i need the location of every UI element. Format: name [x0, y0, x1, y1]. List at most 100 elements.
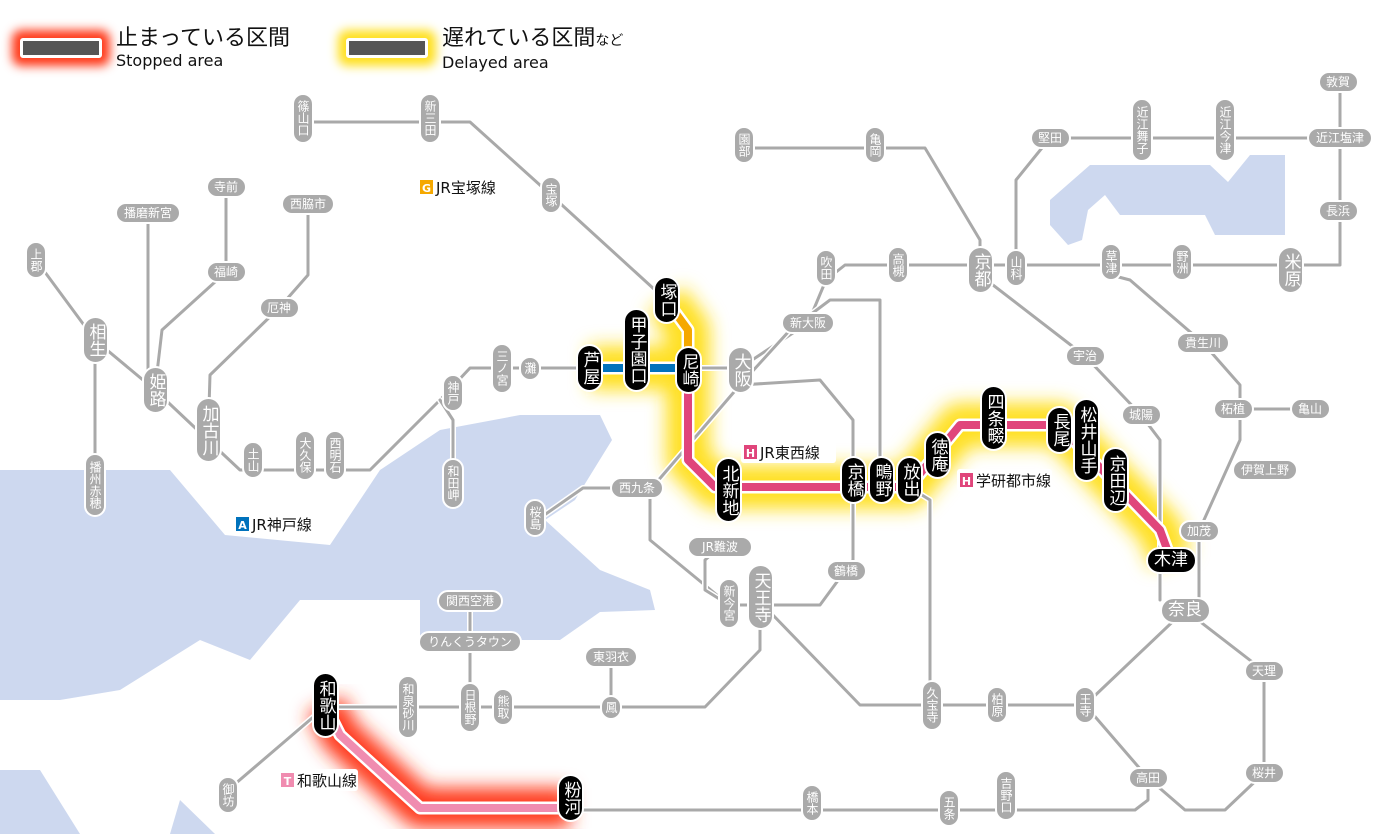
track-line: [1014, 136, 1342, 267]
station-normal[interactable]: 宇治: [1064, 345, 1106, 367]
station-normal[interactable]: 吹田: [815, 249, 837, 287]
station-normal[interactable]: 御坊: [217, 776, 239, 814]
station-normal[interactable]: 加古川: [194, 397, 222, 463]
legend-stopped-jp: 止まっている区間: [116, 26, 291, 51]
station-normal[interactable]: 桜島: [524, 499, 546, 537]
station-normal[interactable]: 長浜: [1317, 200, 1359, 222]
station-normal[interactable]: 米原: [1276, 246, 1304, 294]
station-normal[interactable]: 亀山: [1289, 398, 1331, 420]
station-normal[interactable]: 関西空港: [437, 590, 503, 612]
station-normal[interactable]: 宝塚: [540, 176, 562, 214]
station-normal[interactable]: 姫路: [141, 366, 169, 414]
station-normal[interactable]: 久宝寺: [921, 679, 943, 731]
station-normal[interactable]: 近江塩津: [1307, 127, 1373, 149]
station-normal[interactable]: 近江舞子: [1131, 98, 1153, 162]
station-normal[interactable]: 城陽: [1120, 404, 1162, 426]
station-normal[interactable]: 加茂: [1178, 520, 1220, 542]
station-normal[interactable]: 柏原: [986, 686, 1008, 724]
station-normal[interactable]: 上郡: [25, 241, 47, 279]
station-normal[interactable]: 亀岡: [864, 126, 886, 164]
station-delayed[interactable]: 甲子園口: [622, 308, 650, 392]
station-normal[interactable]: 新三田: [419, 92, 441, 144]
station-normal[interactable]: 天理: [1243, 660, 1285, 682]
station-normal[interactable]: 和田岬: [442, 457, 464, 509]
station-normal[interactable]: 和泉砂川: [397, 675, 419, 739]
station-normal[interactable]: 京都: [966, 246, 994, 294]
station-normal[interactable]: 東羽衣: [584, 646, 638, 668]
station-delayed[interactable]: 京橋: [839, 456, 867, 504]
station-normal[interactable]: 灘: [519, 355, 541, 381]
station-normal[interactable]: 播州赤穂: [84, 453, 106, 517]
station-normal[interactable]: 天王寺: [746, 564, 774, 630]
station-normal[interactable]: 新今宮: [718, 577, 740, 629]
station-normal[interactable]: 貴生川: [1176, 332, 1230, 354]
station-normal[interactable]: 西九条: [610, 477, 664, 499]
station-stopped[interactable]: 粉河: [556, 774, 584, 822]
station-normal[interactable]: 近江今津: [1214, 98, 1236, 162]
station-normal[interactable]: 柘植: [1212, 398, 1254, 420]
station-delayed[interactable]: 長尾: [1045, 406, 1073, 454]
station-normal[interactable]: 播磨新宮: [115, 202, 181, 224]
station-normal[interactable]: 敦賀: [1317, 71, 1359, 93]
line-badge-letter: H: [962, 475, 971, 488]
station-normal[interactable]: 王寺: [1074, 686, 1096, 724]
station-delayed[interactable]: 松井山手: [1072, 398, 1100, 482]
line-badge: [960, 473, 973, 487]
station-delayed[interactable]: 北新地: [714, 457, 742, 523]
legend-delayed-en: Delayed area: [442, 53, 549, 72]
station-normal[interactable]: 大久保: [294, 429, 316, 481]
station-normal[interactable]: 西明石: [324, 429, 346, 481]
station-delayed[interactable]: 尼崎: [674, 346, 702, 394]
station-normal[interactable]: 篠山口: [292, 92, 314, 144]
legend-delayed-suffix: など: [595, 33, 624, 49]
station-normal[interactable]: 奈良: [1159, 596, 1211, 624]
station-normal[interactable]: 橋本: [801, 784, 823, 822]
tozai-line-segment[interactable]: [684, 364, 913, 491]
track-line: [146, 185, 228, 392]
station-delayed[interactable]: 塚口: [652, 276, 680, 324]
station-normal[interactable]: 熊取: [492, 688, 514, 726]
line-label-bg: [233, 513, 328, 535]
station-delayed[interactable]: 木津: [1145, 546, 1197, 574]
station-normal[interactable]: 大阪: [726, 346, 754, 394]
station-normal[interactable]: 草津: [1100, 243, 1122, 281]
station-delayed[interactable]: 放出: [895, 456, 923, 504]
station-normal[interactable]: 桜井: [1243, 762, 1285, 784]
station-delayed[interactable]: 四条畷: [979, 385, 1007, 451]
station-normal[interactable]: 高田: [1127, 767, 1169, 789]
station-normal[interactable]: 神戸: [442, 374, 464, 412]
station-delayed[interactable]: 芦屋: [575, 344, 603, 392]
station-normal[interactable]: 相生: [81, 316, 109, 364]
station-stopped[interactable]: 和歌山: [311, 672, 339, 738]
station-normal[interactable]: 日根野: [459, 681, 481, 733]
station-delayed[interactable]: 京田辺: [1101, 447, 1129, 513]
station-normal[interactable]: 三ノ宮: [491, 342, 513, 394]
station-normal[interactable]: 福崎: [205, 261, 247, 283]
station-normal[interactable]: 鳳: [600, 694, 622, 720]
station-normal[interactable]: 厄神: [258, 297, 300, 319]
station-normal[interactable]: 土山: [242, 441, 264, 479]
station-normal[interactable]: 伊賀上野: [1232, 459, 1298, 481]
station-delayed[interactable]: 鴫野: [867, 456, 895, 504]
station-normal[interactable]: 園部: [733, 126, 755, 164]
station-normal[interactable]: JR難波: [687, 536, 753, 558]
station-delayed[interactable]: 徳庵: [923, 431, 951, 479]
station-normal[interactable]: 吉野口: [995, 769, 1017, 821]
station-normal[interactable]: 高槻: [887, 246, 909, 284]
station-normal[interactable]: 西脇市: [281, 193, 335, 215]
station-normal[interactable]: 寺前: [205, 176, 247, 198]
station-normal[interactable]: 堅田: [1029, 127, 1071, 149]
station-normal[interactable]: 野洲: [1171, 243, 1193, 281]
station-normal[interactable]: 新大阪: [781, 312, 835, 334]
station-normal[interactable]: 五条: [938, 789, 960, 827]
station-normal[interactable]: りんくうタウン: [418, 631, 522, 653]
station-normal[interactable]: 鶴橋: [825, 560, 867, 582]
station-normal[interactable]: 山科: [1005, 249, 1027, 287]
